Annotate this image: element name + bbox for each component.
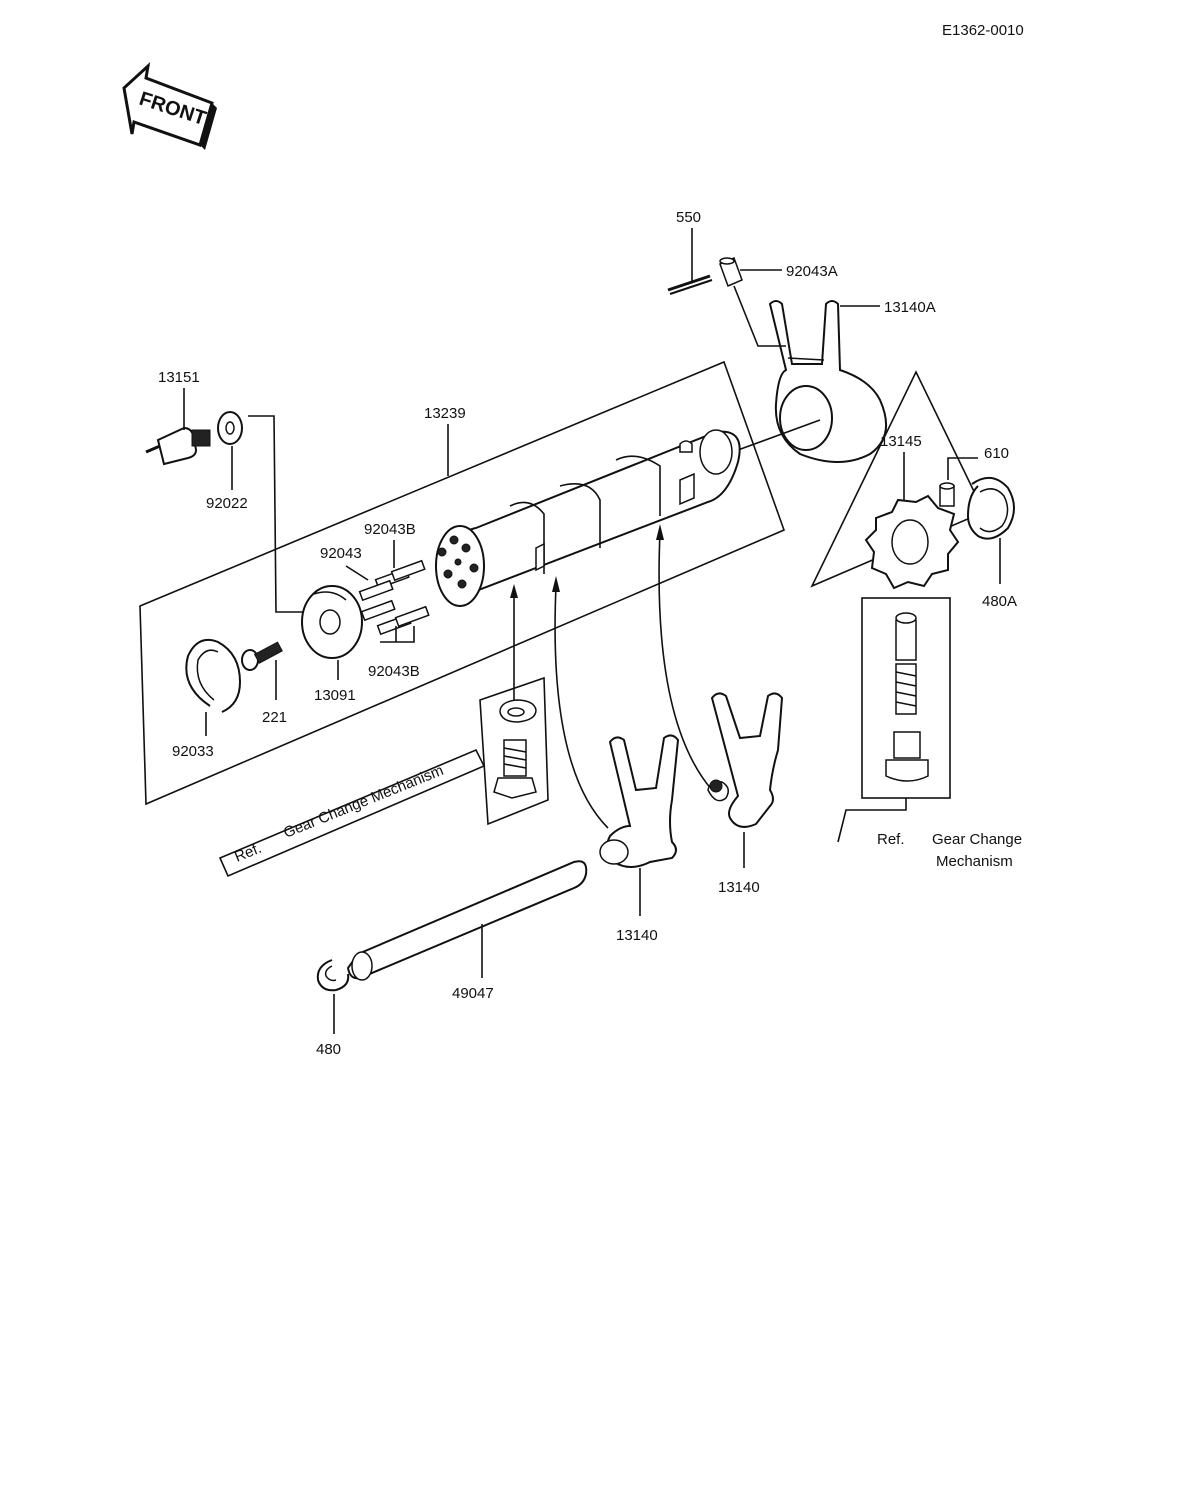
- front-arrow-icon: FRONT: [122, 61, 217, 150]
- shift-fork-13140-left: [599, 734, 680, 868]
- pin-92043A: [719, 256, 743, 288]
- circlip-480A: [966, 477, 1015, 540]
- label-480A: 480A: [982, 593, 1017, 610]
- shift-fork-13140-right: [707, 692, 784, 828]
- shift-fork-13140A: [768, 300, 887, 463]
- label-92033: 92033: [172, 743, 214, 760]
- ref-right-prefix: Ref.: [877, 831, 905, 848]
- screw-221: [241, 641, 283, 671]
- label-13140-left: 13140: [616, 927, 658, 944]
- pin-92043: [358, 579, 394, 602]
- ref-right-line1: Gear Change: [932, 831, 1022, 848]
- drum-cam-plate-13145: [864, 494, 960, 590]
- ref-left-text: Gear Change Mechanism: [281, 762, 446, 842]
- circlip-480: [316, 959, 350, 992]
- diagram-code: E1362-0010: [942, 22, 1024, 39]
- detent-plunger-right: [885, 612, 929, 782]
- label-13140-right: 13140: [718, 879, 760, 896]
- cotter-pin-550: [667, 274, 713, 295]
- label-480: 480: [316, 1041, 341, 1058]
- label-92043B-top: 92043B: [364, 521, 416, 538]
- fork-shaft-49047: [346, 860, 588, 981]
- washer-92022: [217, 411, 243, 445]
- label-13140A: 13140A: [884, 299, 936, 316]
- label-610: 610: [984, 445, 1009, 462]
- shift-drum: [435, 429, 741, 607]
- pin-610: [939, 482, 955, 507]
- label-13239: 13239: [424, 405, 466, 422]
- neutral-switch-13151: [145, 426, 211, 466]
- label-92043A: 92043A: [786, 263, 838, 280]
- label-13145: 13145: [880, 433, 922, 450]
- ref-box-center: [479, 676, 549, 826]
- drum-assembly-box: [139, 360, 786, 806]
- label-221: 221: [262, 709, 287, 726]
- pins-92043B-bottom: [360, 599, 430, 636]
- label-13151: 13151: [158, 369, 200, 386]
- label-92043B-bottom: 92043B: [368, 663, 420, 680]
- label-92022: 92022: [206, 495, 248, 512]
- label-550: 550: [676, 209, 701, 226]
- circlip-92033: [185, 638, 242, 713]
- ref-right-line2: Mechanism: [936, 853, 1013, 870]
- detent-bolt-center: [493, 699, 537, 799]
- label-49047: 49047: [452, 985, 494, 1002]
- label-92043: 92043: [320, 545, 362, 562]
- pin-plate-13091: [301, 585, 363, 659]
- label-13091: 13091: [314, 687, 356, 704]
